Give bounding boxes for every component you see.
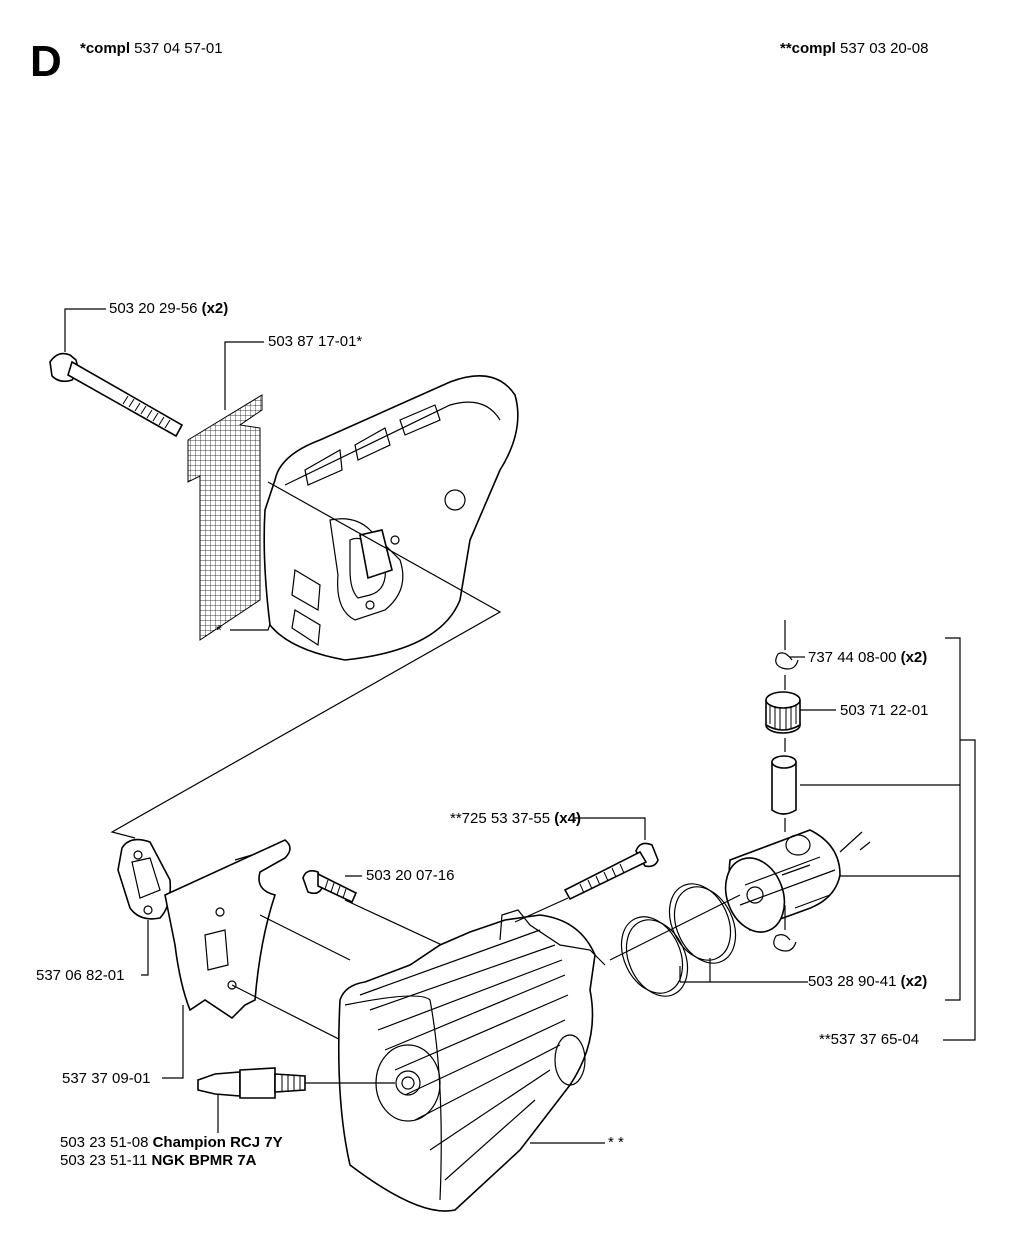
callout-spark-plug-champion-brand: Champion RCJ 7Y <box>152 1134 283 1151</box>
callout-cylinder-screw: **725 53 37-55 (x4) <box>450 810 581 828</box>
screw-alignment-line <box>514 897 569 923</box>
callout-bolt-number: 503 20 29-56 <box>109 300 202 317</box>
callout-spark-plug-champion-number: 503 23 51-08 <box>60 1134 153 1151</box>
callout-cylinder-screw-number: **725 53 37-55 <box>450 810 555 827</box>
right-compl-bold: **compl <box>780 40 836 57</box>
circlip-top <box>775 652 799 670</box>
cylinder <box>337 909 606 1212</box>
callout-spark-plug-ngk-number: 503 23 51-11 <box>60 1152 152 1169</box>
cylinder-screw <box>563 842 659 901</box>
right-compl-label: **compl 537 03 20-08 <box>780 40 928 58</box>
circlip-bottom <box>773 934 797 952</box>
callout-circlip: 737 44 08-00 (x2) <box>808 649 927 667</box>
callout-cylinder-screw-qty: (x4) <box>554 810 581 827</box>
callout-piston-rings-number: 503 28 90-41 <box>808 973 901 990</box>
exhaust-gasket <box>117 838 172 920</box>
callout-spark-plug-ngk-brand: NGK BPMR 7A <box>151 1152 257 1169</box>
piston-pin <box>771 755 797 815</box>
callout-plate: 537 37 09-01 <box>62 1070 151 1087</box>
muffler <box>263 375 519 661</box>
callout-spark-plug-champion: 503 23 51-08 Champion RCJ 7Y <box>60 1134 283 1152</box>
left-compl-bold: *compl <box>80 40 131 57</box>
callout-circlip-qty: (x2) <box>900 649 928 666</box>
needle-bearing <box>765 691 801 734</box>
callout-spark-plug-ngk: 503 23 51-11 NGK BPMR 7A <box>60 1152 256 1170</box>
callout-piston-kit: **537 37 65-04 <box>819 1031 920 1048</box>
spark-plug <box>197 1067 395 1099</box>
piston-alignment-line <box>609 894 741 961</box>
callout-gasket: 537 06 82-01 <box>36 967 125 984</box>
heat-shield-plate <box>164 839 291 1020</box>
callout-screen: 503 87 17-01* <box>268 333 363 350</box>
callout-piston-rings-qty: (x2) <box>900 973 928 990</box>
callout-bolt: 503 20 29-56 (x2) <box>109 300 228 318</box>
section-letter: D <box>30 37 62 86</box>
right-compl-number: 537 03 20-08 <box>835 40 929 57</box>
spark-arrestor-screen <box>187 394 263 641</box>
callout-small-screw: 503 20 07-16 <box>366 867 455 884</box>
callout-cylinder: * * <box>608 1134 624 1151</box>
callout-needle-bearing: 503 71 22-01 <box>840 702 929 719</box>
left-compl-label: *compl 537 04 57-01 <box>80 40 223 58</box>
small-screw <box>302 870 358 904</box>
piston-rings <box>620 883 737 997</box>
callout-bolt-qty: (x2) <box>201 300 229 317</box>
callout-piston-rings: 503 28 90-41 (x2) <box>808 973 927 991</box>
callout-muffler: * <box>216 622 222 639</box>
muffler-bolt <box>49 352 184 438</box>
left-compl-number: 537 04 57-01 <box>130 40 223 57</box>
callout-circlip-number: 737 44 08-00 <box>808 649 901 666</box>
gasket-alignment-line <box>110 481 502 839</box>
piston <box>724 829 871 933</box>
